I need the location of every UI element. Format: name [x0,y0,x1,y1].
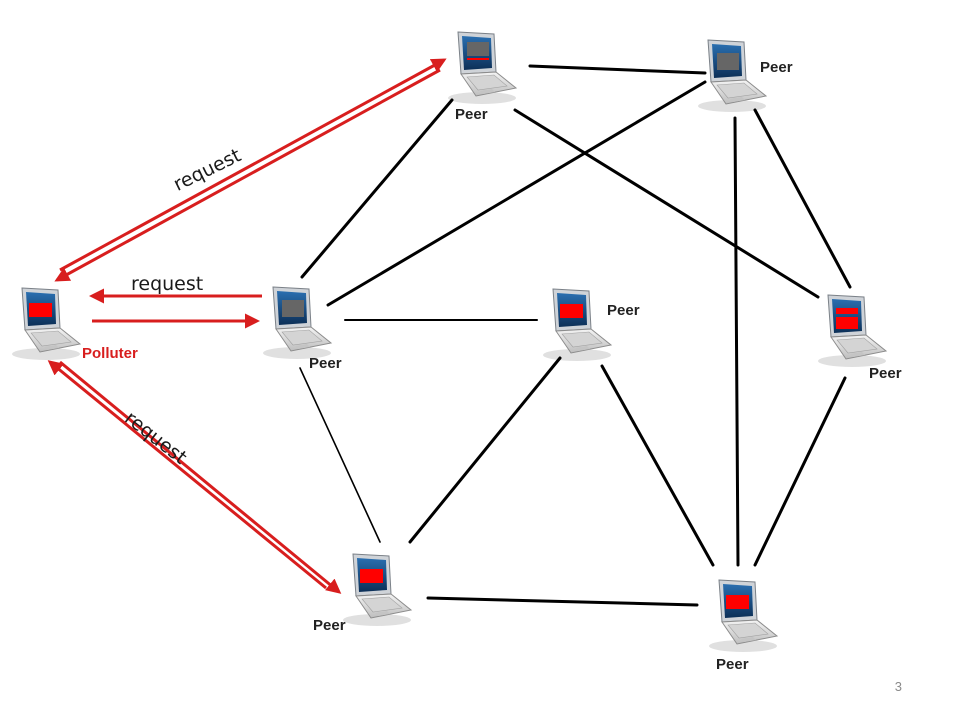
laptop-icon-peer_right [818,294,888,367]
laptop-icon-peer_topright [698,39,768,112]
link-peer_top-peer_mid [300,98,454,279]
node-label-polluter: Polluter [82,345,138,362]
laptop-icon-peer_mid [263,286,333,359]
node-label-peer-bottomright: Peer [716,656,749,673]
laptop-icon-polluter [12,287,82,360]
node-label-peer-center: Peer [607,302,640,319]
peer-links [299,64,852,607]
link-peer_mid-peer_bottom [299,367,381,543]
request-arrows [47,58,447,594]
laptop-icon-peer_top [448,31,518,104]
link-peer_topright-peer_mid [326,80,707,307]
link-peer_topright-peer_bottomright [733,116,740,567]
node-label-peer-bottom: Peer [313,617,346,634]
link-peer_center-peer_bottom [408,356,562,544]
node-label-peer-right: Peer [869,365,902,382]
request-arrow [59,58,447,272]
polluted-content [560,304,583,318]
link-peer_center-peer_bottomright [600,364,715,567]
link-peer_right-peer_bottomright [753,376,847,567]
polluted-content [726,595,749,609]
polluted-content [29,303,52,317]
request-label-mid: request [131,273,204,295]
link-peer_top-peer_topright [528,64,707,75]
request-arrow [59,360,342,594]
request-arrow [54,68,441,282]
link-peer_topright-peer_right [753,108,852,289]
node-label-peer-top: Peer [455,106,488,123]
laptop-icon-peer_bottom [343,553,413,626]
request-arrow [47,360,327,590]
link-peer_bottom-peer_bottomright [426,596,699,607]
page-number: 3 [894,679,902,694]
laptop-icon-peer_bottomright [709,579,779,652]
node-label-peer-mid: Peer [309,355,342,372]
node-label-peer-topright: Peer [760,59,793,76]
laptop-icon-peer_center [543,288,613,361]
polluted-content [360,569,383,583]
computers [12,31,888,652]
link-peer_top-peer_right [513,108,820,299]
